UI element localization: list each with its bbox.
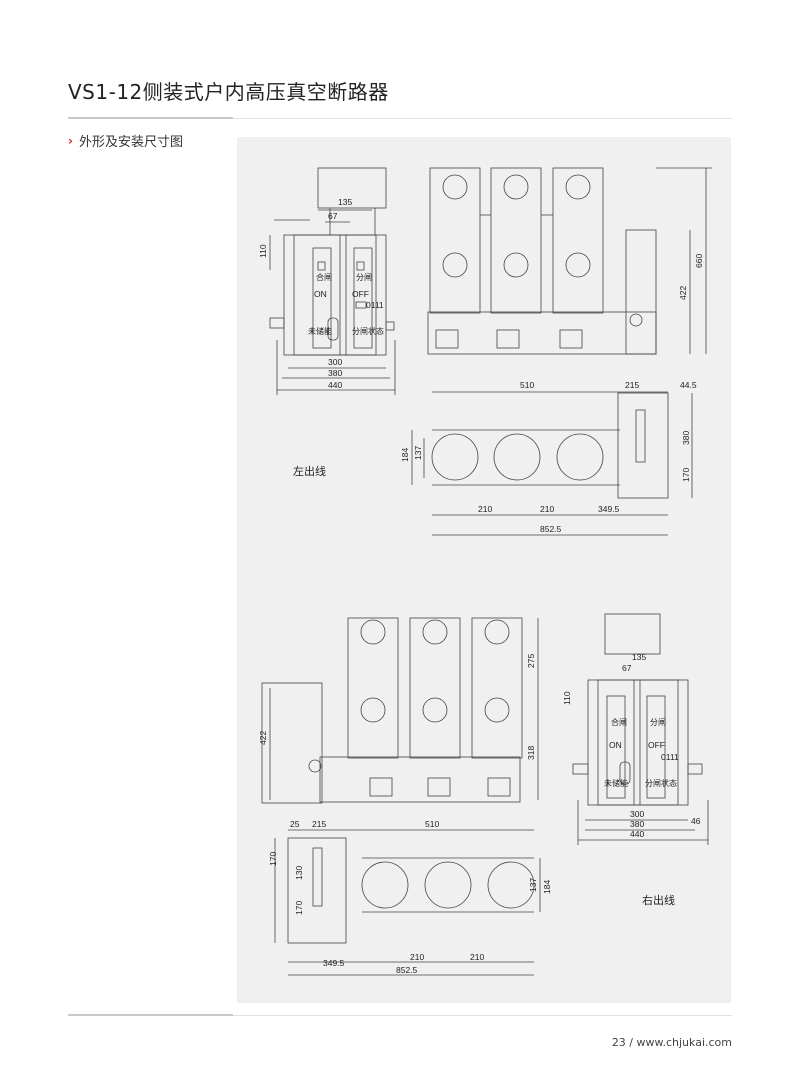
label-fenzha: 分闸 [356, 273, 372, 282]
label-hezha: 合闸 [316, 272, 332, 282]
dim-215: 215 [625, 380, 639, 390]
dim-210-lower-b: 210 [470, 952, 484, 962]
footer-rule-accent [68, 1014, 233, 1016]
label-fenzha-lower: 分闸 [650, 718, 666, 727]
dim-184: 184 [400, 448, 410, 462]
top-view-lower [274, 829, 541, 976]
dim-380-side: 380 [681, 431, 691, 445]
side-view-upper [427, 167, 712, 355]
dim-440-lower: 440 [630, 829, 644, 839]
dim-46: 46 [691, 816, 701, 826]
dim-422-lower: 422 [258, 731, 268, 745]
dim-184-lower: 184 [542, 880, 552, 894]
dim-44-5: 44.5 [680, 380, 697, 390]
section-heading-text: 外形及安装尺寸图 [78, 135, 183, 150]
dim-300-lower: 300 [630, 809, 644, 819]
dim-852-5-lower: 852.5 [396, 965, 418, 975]
dim-137-lower: 137 [528, 878, 538, 892]
dim-170: 170 [681, 468, 691, 482]
dim-440: 440 [328, 380, 342, 390]
dim-170-lower-a: 170 [268, 852, 278, 866]
page-footer: 23 / www.chjukai.com [611, 1036, 732, 1049]
label-hezha-lower: 合闸 [611, 717, 627, 727]
header-rule-accent [68, 117, 233, 119]
dim-318: 318 [526, 746, 536, 760]
dim-135: 135 [338, 197, 352, 207]
dim-380: 380 [328, 368, 342, 378]
dim-349-5: 349.5 [598, 504, 620, 514]
dim-210-a: 210 [478, 504, 492, 514]
dim-210-b: 210 [540, 504, 554, 514]
dim-67: 67 [328, 211, 338, 221]
footer-rule [233, 1015, 732, 1016]
drawing-panel [237, 137, 731, 1003]
label-left-outlet: 左出线 [293, 465, 326, 478]
front-view-right [572, 613, 709, 845]
label-counter: 0111 [366, 300, 384, 310]
dim-660: 660 [694, 254, 704, 268]
dim-510-lower: 510 [425, 819, 439, 829]
dim-349-5-lower: 349.5 [323, 958, 345, 968]
dim-275: 275 [526, 654, 536, 668]
label-on: ON [314, 289, 327, 299]
label-weichuneng-lower: 未储能 [604, 778, 628, 788]
dim-135-lower: 135 [632, 652, 646, 662]
dim-215-lower: 215 [312, 819, 326, 829]
label-weichuneng: 未储能 [308, 326, 332, 336]
dim-852-5: 852.5 [540, 524, 562, 534]
side-view-lower [261, 617, 539, 804]
dim-422: 422 [678, 286, 688, 300]
front-view-left [269, 167, 396, 395]
dim-170-lower-b: 170 [294, 901, 304, 915]
dim-300: 300 [328, 357, 342, 367]
label-right-outlet: 右出线 [642, 894, 675, 907]
dim-510: 510 [520, 380, 534, 390]
dim-67-lower: 67 [622, 663, 632, 673]
top-view-upper [411, 391, 693, 536]
label-off: OFF [352, 289, 369, 299]
dim-110-lower: 110 [562, 691, 572, 705]
dim-130: 130 [294, 866, 304, 880]
page-title: VS1-12侧装式户内高压真空断路器 [68, 80, 389, 104]
label-fenhe: 分闸状态 [352, 326, 384, 336]
label-off-lower: OFF [648, 740, 665, 750]
label-fenhe-lower: 分闸状态 [645, 778, 677, 788]
dim-110: 110 [258, 244, 268, 258]
dim-137: 137 [413, 446, 423, 460]
label-on-lower: ON [609, 740, 622, 750]
header-rule [233, 118, 732, 119]
label-counter-lower: 0111 [661, 752, 679, 762]
section-heading: › 外形及安装尺寸图 [68, 131, 183, 151]
dim-25: 25 [290, 819, 300, 829]
dim-210-lower-a: 210 [410, 952, 424, 962]
dim-380-lower: 380 [630, 819, 644, 829]
chevron-right-icon: › [68, 133, 73, 148]
